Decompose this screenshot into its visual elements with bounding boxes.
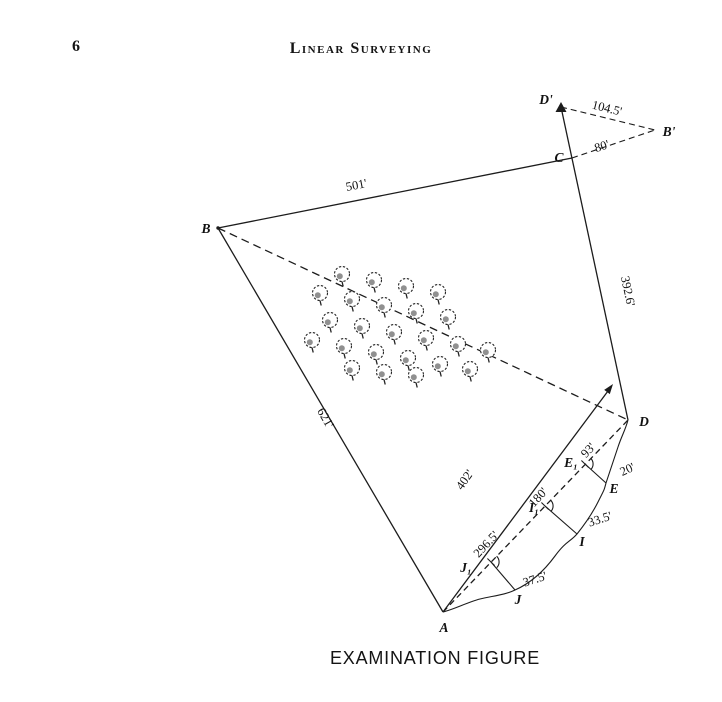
running-header: Linear Surveying [289, 40, 433, 57]
line-D-C-Dprime [560, 106, 629, 421]
station-tick [581, 460, 589, 468]
right-angle-mark [550, 499, 554, 512]
offset-I1-I [544, 505, 578, 535]
tree-icon [417, 329, 435, 352]
tree-icon [375, 296, 393, 319]
station-tick [541, 502, 549, 510]
tree-icon [321, 311, 339, 334]
point-B-dot [216, 226, 220, 230]
point-label-J: J [514, 592, 523, 607]
point-label-C: C [554, 150, 564, 165]
chain-line-A-D [442, 419, 629, 613]
measurement-BC: 501' [345, 176, 368, 194]
tree-icon [353, 317, 371, 340]
line-Dprime-Bprime [560, 106, 656, 131]
point-label-I: I [578, 534, 585, 549]
point-labels: B C D' B' D A E₁ E I₁ I J₁ J [200, 92, 675, 635]
tree-icon [385, 323, 403, 346]
survey-lines [216, 102, 656, 613]
right-angle-mark [496, 555, 500, 568]
measurement-E1-E: 20' [618, 460, 637, 479]
tree-icon [479, 341, 497, 364]
tree-icon [303, 331, 321, 354]
orchard [303, 265, 497, 389]
line-B-C [217, 157, 573, 229]
measurement-AD: 402' [453, 467, 477, 492]
tree-icon [311, 284, 329, 307]
tree-icon [375, 363, 393, 386]
measurement-J1-J: 37.5' [521, 569, 548, 590]
tree-icon [367, 343, 385, 366]
tree-icon [335, 337, 353, 360]
tree-icon [461, 360, 479, 383]
measurement-D-E1: 93' [578, 440, 598, 460]
tree-icon [397, 277, 415, 300]
offsets [487, 457, 607, 591]
line-B-A [217, 227, 444, 613]
apex-marker-icon [555, 102, 567, 112]
point-label-I1: I₁ [528, 500, 539, 515]
measurement-CD: 392.6' [618, 275, 638, 308]
point-label-E: E [608, 481, 618, 496]
tree-icon [407, 302, 425, 325]
tree-icon [431, 355, 449, 378]
tree-icon [449, 335, 467, 358]
measurement-labels: 501' 104.5' 80' 392.6' 621' 402' 296.5' … [314, 98, 638, 590]
measurement-BA: 621' [314, 405, 337, 430]
point-label-D-prime: D' [538, 92, 553, 107]
tree-icon [343, 290, 361, 313]
point-label-B: B [200, 221, 210, 236]
measurement-I1-I: 33.5' [586, 509, 613, 530]
point-label-J1: J₁ [459, 560, 471, 575]
page-number: 6 [72, 38, 80, 55]
figure-caption: EXAMINATION FIGURE [329, 648, 541, 668]
tree-icon [365, 271, 383, 294]
point-label-B-prime: B' [662, 124, 676, 139]
point-label-E1: E₁ [563, 455, 578, 470]
line-B-D-dashed [217, 227, 629, 421]
line-C-Bprime [571, 129, 656, 159]
tree-icon [429, 283, 447, 306]
tree-icon [343, 359, 361, 382]
right-angle-mark [590, 457, 594, 470]
tree-icon [407, 366, 425, 389]
point-label-A: A [438, 620, 448, 635]
line-A-D-solid [442, 386, 612, 613]
point-label-D: D [638, 414, 649, 429]
measurement-C-Bprime: 80' [593, 137, 611, 155]
offset-J1-J [490, 561, 516, 591]
tree-icon [439, 308, 457, 331]
station-tick [487, 558, 495, 566]
arrowhead-icon [604, 384, 613, 395]
